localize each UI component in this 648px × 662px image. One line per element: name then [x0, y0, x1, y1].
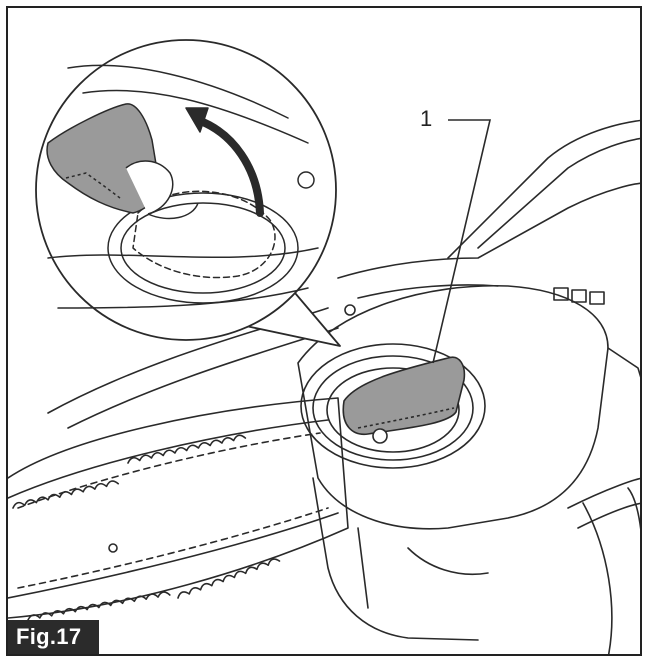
chainsaw-illustration: [8, 39, 640, 654]
figure-frame: 1 Fig.17: [6, 6, 642, 656]
figure-label: Fig.17: [8, 620, 100, 654]
saw-chain: [12, 434, 281, 621]
fuel-cap-ring: [300, 343, 486, 469]
guide-bar: [8, 397, 349, 619]
callout-leader: [432, 119, 492, 364]
detail-lever-raised: [46, 103, 199, 220]
fuel-cap-lever: [342, 356, 466, 444]
engine-housing: [297, 284, 640, 654]
detail-content: [47, 64, 319, 309]
callout-number: 1: [420, 106, 433, 131]
